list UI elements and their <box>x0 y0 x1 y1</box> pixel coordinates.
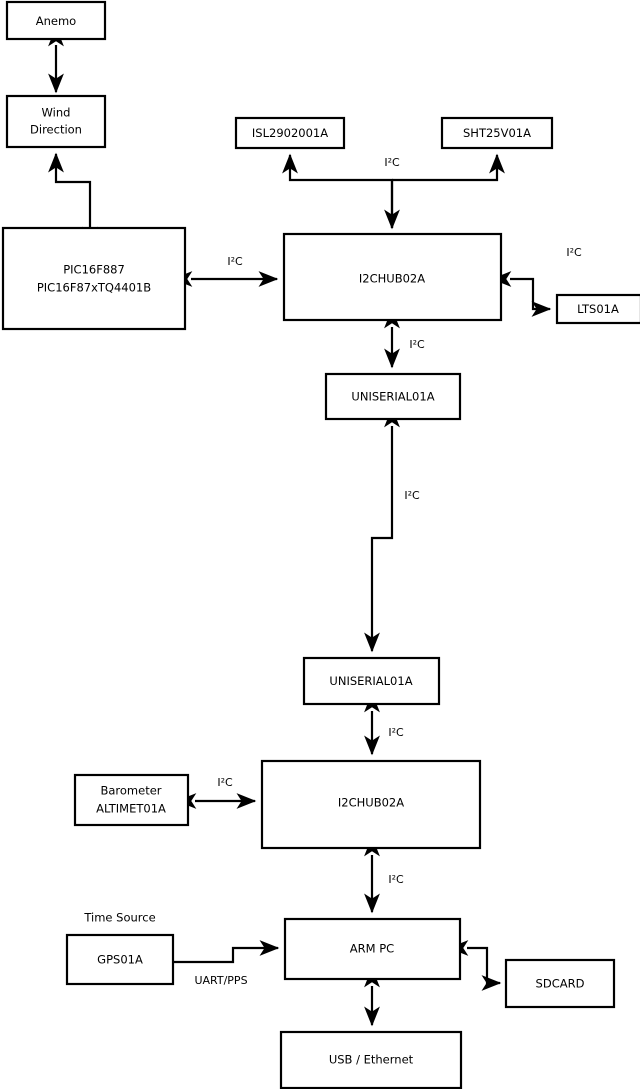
node-pic16f887-label-1: PIC16F887 <box>63 263 125 277</box>
edge-hubtop-sht <box>392 153 505 182</box>
node-barometer-label-2: ALTIMET01A <box>96 802 166 816</box>
edge-hubtop-lts <box>491 271 552 317</box>
node-usb-ethernet-label: USB / Ethernet <box>329 1053 414 1067</box>
edge-label-hub-sensors: I²C <box>384 156 400 169</box>
node-i2chub02a-top-box <box>282 232 503 322</box>
edge-label-hubbot-armpc: I²C <box>388 873 404 886</box>
node-arm-pc-box <box>283 917 462 981</box>
node-sdcard-label: SDCARD <box>536 977 585 991</box>
node-wind-direction[interactable]: Wind Direction <box>5 94 107 149</box>
node-wind-direction-label-1: Wind <box>42 106 71 120</box>
node-barometer-label-1: Barometer <box>100 784 161 798</box>
node-pic16f887-label-2: PIC16F87xTQ4401B <box>37 281 151 295</box>
node-uniserial01a-bottom-box <box>302 656 441 706</box>
node-gps01a-label: GPS01A <box>97 953 143 967</box>
edge-label-barometer-hubbot: I²C <box>217 776 233 789</box>
edge-label-uniserial-hubbot: I²C <box>388 726 404 739</box>
node-barometer-box <box>73 773 190 827</box>
node-usb-ethernet-box <box>279 1030 463 1089</box>
node-anemo-box <box>5 0 107 41</box>
node-wind-direction-box <box>5 94 107 149</box>
node-sdcard[interactable]: SDCARD <box>504 958 616 1009</box>
node-pic16f887[interactable]: PIC16F887 PIC16F87xTQ4401B <box>1 226 187 331</box>
node-isl2902001a-box <box>234 116 346 150</box>
edge-gps-armpc <box>173 940 280 964</box>
edge-hubtop-isl <box>282 153 394 228</box>
label-time-source: Time Source <box>83 911 155 925</box>
node-arm-pc[interactable]: ARM PC <box>283 917 462 981</box>
node-isl2902001a-label: ISL2902001A <box>252 126 328 140</box>
node-uniserial01a-bottom[interactable]: UNISERIAL01A <box>302 656 441 706</box>
node-i2chub02a-top[interactable]: I2CHUB02A <box>282 232 503 322</box>
edge-label-pic-hub: I²C <box>227 255 243 268</box>
node-i2chub02a-bottom-box <box>260 759 482 850</box>
node-i2chub02a-bottom[interactable]: I2CHUB02A <box>260 759 482 850</box>
node-sdcard-box <box>504 958 616 1009</box>
node-gps01a[interactable]: GPS01A <box>65 933 175 986</box>
edge-armpc-sdcard <box>448 940 502 991</box>
node-barometer-altimet01a[interactable]: Barometer ALTIMET01A <box>73 773 190 827</box>
edge-label-gps-armpc: UART/PPS <box>194 974 247 987</box>
node-isl2902001a[interactable]: ISL2902001A <box>234 116 346 150</box>
node-uniserial01a-bottom-label: UNISERIAL01A <box>329 674 412 688</box>
edge-label-hub-lts: I²C <box>566 246 582 259</box>
node-pic16f887-box <box>1 226 187 331</box>
node-wind-direction-label-2: Direction <box>30 123 82 137</box>
edge-label-hub-uniserial: I²C <box>409 338 425 351</box>
edge-uniserial-link <box>364 407 400 653</box>
node-uniserial01a-top-box <box>324 372 462 421</box>
node-uniserial01a-top-label: UNISERIAL01A <box>351 390 434 404</box>
node-sht25v01a-box <box>440 116 554 150</box>
node-sht25v01a[interactable]: SHT25V01A <box>440 116 554 150</box>
node-lts01a-box <box>555 293 640 325</box>
edge-label-uniserial-link: I²C <box>404 489 420 502</box>
node-i2chub02a-top-label: I2CHUB02A <box>359 272 425 286</box>
node-lts01a-label: LTS01A <box>577 302 619 316</box>
node-lts01a[interactable]: LTS01A <box>555 293 640 325</box>
edge-pic-wind <box>48 152 98 247</box>
node-i2chub02a-bottom-label: I2CHUB02A <box>338 796 404 810</box>
node-arm-pc-label: ARM PC <box>350 942 394 956</box>
node-sht25v01a-label: SHT25V01A <box>463 126 531 140</box>
node-uniserial01a-top[interactable]: UNISERIAL01A <box>324 372 462 421</box>
node-usb-ethernet[interactable]: USB / Ethernet <box>279 1030 463 1089</box>
node-anemo-label: Anemo <box>36 14 76 28</box>
node-gps01a-box <box>65 933 175 986</box>
node-anemo[interactable]: Anemo <box>5 0 107 41</box>
